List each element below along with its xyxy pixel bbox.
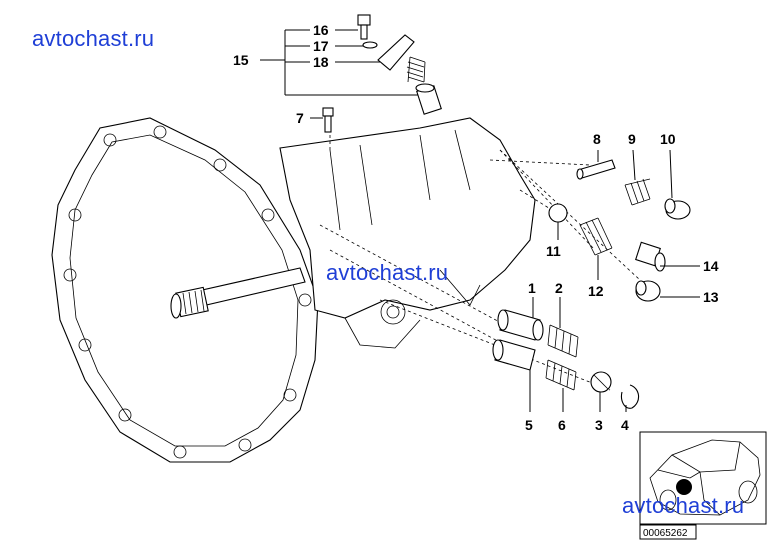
callout-9: 9 [628,131,636,147]
part-6-spring [545,359,577,391]
leader-lines [260,29,700,412]
bolt-7 [322,107,334,133]
callout-15: 15 [233,52,249,68]
callout-7: 7 [296,110,304,126]
callout-12: 12 [588,283,604,299]
part-13-seal [635,280,661,302]
transmission-housing [51,117,536,463]
part-10-plug [664,198,691,220]
callout-14: 14 [703,258,719,274]
reference-lines [319,132,641,391]
callout-6: 6 [558,417,566,433]
part-11-ball [548,203,568,223]
callout-8: 8 [593,131,601,147]
callout-16: 16 [313,22,329,38]
callout-3: 3 [595,417,603,433]
callout-1: 1 [528,280,536,296]
watermark-bottom-right: avtochast.ru [622,493,745,518]
callout-5: 5 [525,417,533,433]
vehicle-location-inset: 00065262 [639,431,767,540]
part-8-pin [576,159,616,180]
callout-18: 18 [313,54,329,70]
part-2-spring [547,324,579,358]
location-marker [676,479,692,495]
part-4-circlip [620,384,640,409]
part-3-cap [590,371,612,393]
callout-11: 11 [546,243,561,259]
part-1-sleeve [497,309,544,341]
part-14-screw-plug [635,241,666,272]
part-9-spring [624,178,651,206]
watermark-center: avtochast.ru [326,260,449,285]
callout-10: 10 [660,131,676,147]
callout-13: 13 [703,289,719,305]
document-id: 00065262 [643,528,688,539]
car-outline [649,439,761,516]
callout-17: 17 [313,38,329,54]
part-5-sleeve [492,339,536,371]
callouts: 16 17 18 15 7 8 9 10 11 12 14 13 1 2 5 6… [233,22,719,433]
watermark-top-left: avtochast.ru [32,26,155,51]
part-group-15 [357,14,442,115]
callout-4: 4 [621,417,629,433]
part-12-spring [579,217,613,256]
callout-2: 2 [555,280,563,296]
input-shaft [170,267,306,319]
